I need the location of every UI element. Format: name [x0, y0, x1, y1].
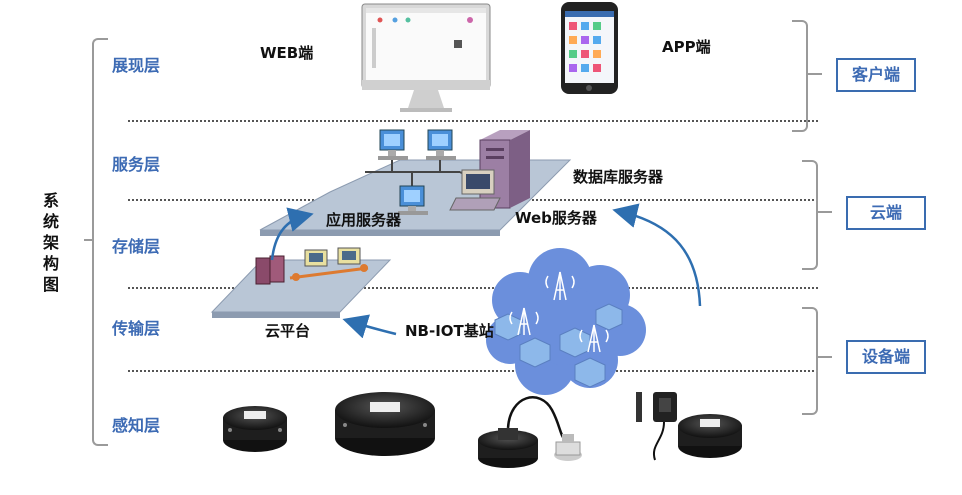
brace-client [792, 20, 808, 132]
separator-line [128, 120, 818, 122]
smartphone-icon [561, 2, 618, 94]
brace-device [802, 307, 818, 415]
workstation-icon [378, 129, 408, 160]
sensor-device-icon [636, 392, 742, 461]
arrow-to-app-server [270, 207, 314, 261]
layer-label-storage: 存储层 [112, 237, 161, 256]
layer-label-presentation: 展现层 [112, 56, 161, 75]
sensor-device-icon [223, 406, 287, 452]
brace-client-tip [806, 73, 822, 75]
cell-tower-icon [545, 271, 575, 301]
cell-tower-icon [509, 307, 539, 336]
label-database-server: 数据库服务器 [573, 168, 664, 186]
brace-cloud-tip [816, 211, 832, 213]
nbiot-cloud-icon [486, 248, 646, 395]
label-nbiot-station: NB-IOT基站 [405, 322, 494, 340]
cell-tower-icon [579, 324, 609, 353]
workstation-icon [398, 185, 428, 215]
layer-label-transport: 传输层 [112, 319, 161, 338]
group-box-cloud: 云端 [846, 196, 926, 230]
label-web-server: Web服务器 [515, 209, 597, 227]
label-web-client: WEB端 [260, 44, 314, 62]
label-app-server: 应用服务器 [326, 211, 402, 229]
database-server-icon [449, 130, 530, 211]
arrow-to-web-server [612, 203, 702, 307]
brace-cloud [802, 160, 818, 270]
arrow-to-cloud-platform [342, 314, 397, 339]
sensor-device-icon [478, 396, 582, 468]
separator-line [128, 370, 818, 372]
left-brace-tip [84, 239, 94, 241]
label-cloud-platform: 云平台 [265, 322, 311, 340]
layer-label-perception: 感知层 [112, 416, 161, 435]
left-brace [92, 38, 108, 446]
cloud-platform [210, 247, 392, 318]
brace-device-tip [816, 356, 832, 358]
label-app-client: APP端 [662, 38, 711, 56]
desktop-monitor-icon [361, 3, 491, 112]
workstation-icon [426, 129, 456, 160]
layer-label-service: 服务层 [112, 155, 161, 174]
group-box-client: 客户端 [836, 58, 916, 92]
vertical-title: 系统架构图 [42, 191, 59, 294]
group-box-device: 设备端 [846, 340, 926, 374]
separator-line [128, 287, 818, 289]
sensor-device-icon [335, 392, 435, 456]
